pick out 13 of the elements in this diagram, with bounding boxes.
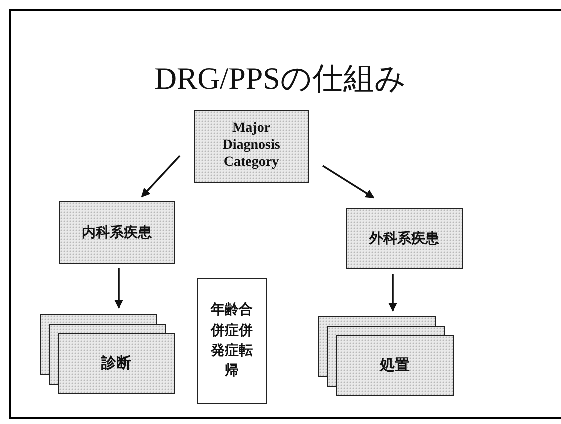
factor-box: 年齢合併症併発症転帰 (197, 278, 267, 404)
process-box: 内科系疾患 (59, 201, 175, 264)
arrow (114, 268, 124, 309)
card-label: 処置 (380, 356, 410, 375)
arrow (322, 165, 375, 199)
process-box: 外科系疾患 (346, 208, 463, 269)
title: DRG/PPSの仕組み (154, 60, 408, 98)
category-box: Major Diagnosis Category (194, 110, 309, 183)
arrow (388, 274, 398, 312)
stacked-cards (40, 314, 175, 394)
arrow (141, 155, 181, 198)
card-label: 診断 (102, 354, 132, 373)
stacked-cards (318, 316, 454, 396)
